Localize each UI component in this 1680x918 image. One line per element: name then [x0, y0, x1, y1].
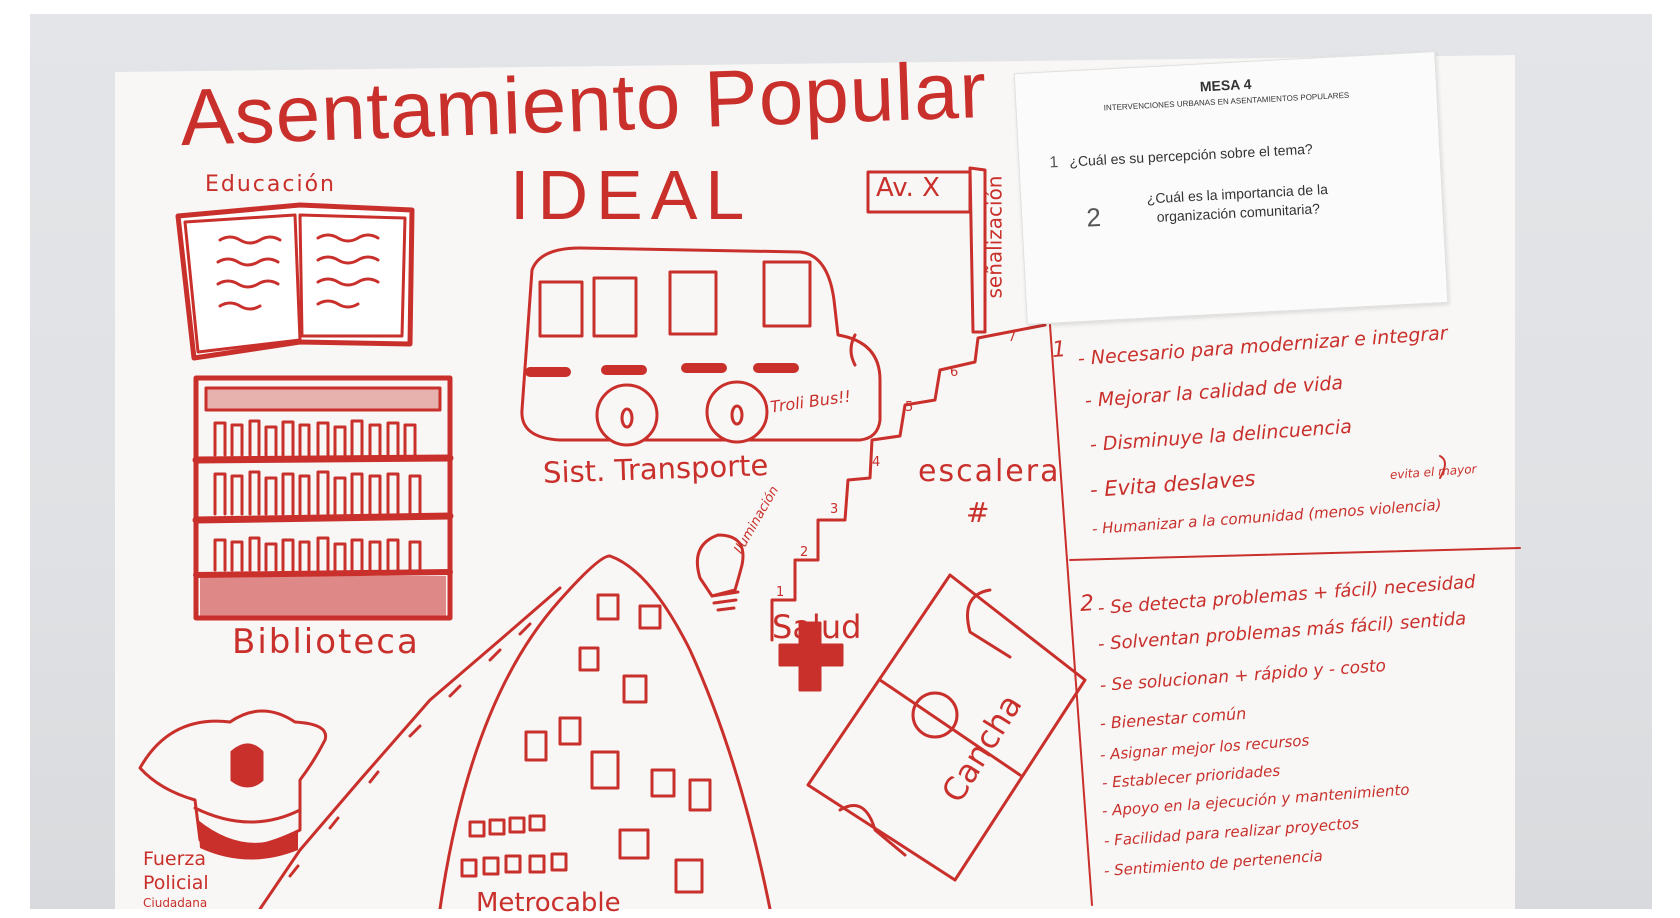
label-senalizacion: señalización: [982, 175, 1007, 299]
notes-divider-vertical: [1049, 324, 1093, 906]
lightbulb-drawing: [695, 533, 745, 612]
step-number: 2: [800, 545, 809, 560]
label-metrocable: Metrocable: [476, 888, 621, 918]
step-number: 3: [830, 502, 839, 517]
bus-drawing: [520, 246, 882, 447]
question-2: ¿Cuál es la importancia de la organizaci…: [1146, 180, 1329, 225]
metrocable-hill-drawing: [258, 554, 772, 909]
question-card: MESA 4 INTERVENCIONES URBANAS EN ASENTAM…: [1013, 51, 1449, 325]
label-biblioteca: Biblioteca: [232, 622, 420, 662]
step-number: 4: [872, 455, 881, 470]
step-number: 5: [905, 400, 914, 415]
label-policial: Policial: [143, 872, 209, 894]
street-sign-drawing: [866, 166, 987, 334]
label-salud: Salud: [772, 608, 862, 646]
red-cross-icon: [778, 621, 844, 692]
question-1: ¿Cuál es su percepción sobre el tema?: [1068, 140, 1314, 170]
soccer-field-drawing: [806, 573, 1087, 882]
poster-subtitle: IDEAL: [510, 156, 753, 234]
bookshelf-drawing: [192, 375, 454, 621]
notes-divider-horizontal: [1069, 547, 1521, 561]
question-1-number: 1: [1048, 154, 1059, 172]
humanization-bracket: [1439, 455, 1446, 479]
label-avenida: Av. X: [876, 173, 940, 203]
book-drawing: [175, 202, 415, 361]
label-educacion: Educación: [205, 172, 336, 197]
label-fuerza: Fuerza: [143, 848, 207, 870]
notes-section-1-marker: 1: [1051, 337, 1067, 363]
police-cap-drawing: [138, 709, 328, 860]
step-number: 1: [776, 585, 785, 600]
stairs-drawing: [770, 323, 1047, 642]
step-number: 7: [1008, 330, 1017, 345]
label-escalera: escalera: [918, 454, 1061, 489]
notes-section-2-marker: 2: [1079, 591, 1095, 617]
label-ciudadana: Ciudadana: [143, 896, 208, 909]
question-2-number: 2: [1085, 201, 1102, 233]
label-escalera-mark: #: [966, 496, 990, 529]
step-number: 6: [950, 365, 959, 380]
